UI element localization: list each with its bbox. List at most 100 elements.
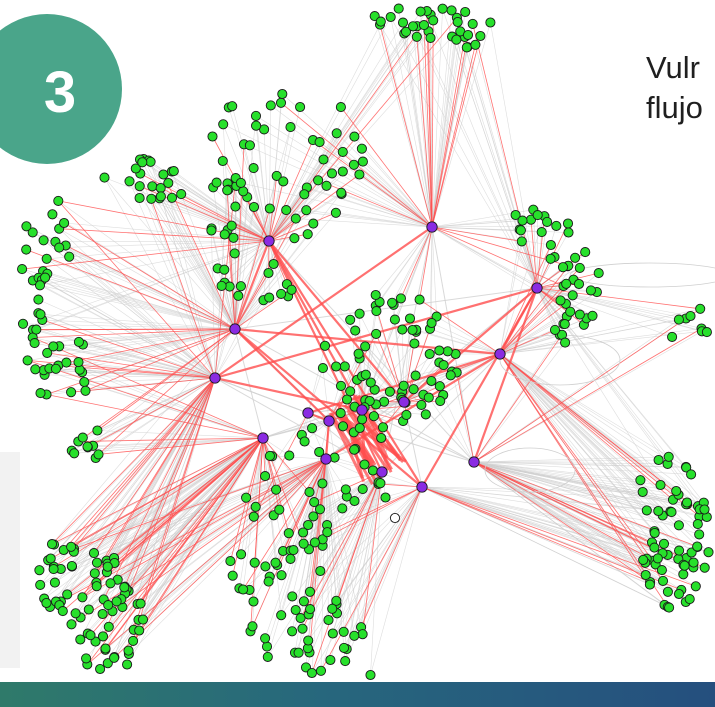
edge xyxy=(71,437,264,567)
leaf-node xyxy=(276,610,287,621)
leaf-node xyxy=(340,656,351,667)
highlighted-edge xyxy=(98,328,236,455)
leaf-node xyxy=(681,462,692,473)
leaf-node xyxy=(66,541,77,552)
leaf-node xyxy=(674,545,685,556)
edge xyxy=(71,377,216,567)
leaf-node xyxy=(637,486,648,498)
leaf-node xyxy=(410,370,421,381)
leaf-node xyxy=(327,628,338,639)
highlighted-edge xyxy=(423,25,433,228)
leaf-node xyxy=(411,31,422,42)
edge xyxy=(128,458,327,655)
leaf-node xyxy=(298,538,309,549)
highlighted-edge xyxy=(268,240,405,403)
leaf-node xyxy=(290,604,301,616)
leaf-node xyxy=(48,564,59,575)
leaf-node xyxy=(264,203,275,214)
highlighted-edge xyxy=(361,404,422,411)
edge xyxy=(124,377,216,594)
leaf-node xyxy=(679,560,690,571)
leaf-node xyxy=(666,507,677,518)
leaf-node xyxy=(434,381,445,392)
edge xyxy=(294,471,383,653)
leaf-node xyxy=(122,659,133,670)
leaf-node xyxy=(371,328,382,339)
edge xyxy=(319,471,383,510)
highlighted-edge xyxy=(32,337,264,439)
edge xyxy=(403,375,451,403)
highlighted-edge xyxy=(378,483,423,488)
edge xyxy=(173,170,270,242)
leaf-node xyxy=(375,16,386,27)
highlighted-edge xyxy=(309,458,327,653)
highlighted-edge xyxy=(214,226,433,379)
edge xyxy=(499,353,680,526)
leaf-node xyxy=(356,143,367,154)
hub-node xyxy=(320,453,332,465)
leaf-node xyxy=(295,101,306,113)
leaf-node xyxy=(536,227,547,238)
leaf-node xyxy=(331,361,342,372)
leaf-node xyxy=(103,600,114,611)
leaf-node xyxy=(276,288,287,299)
leaf-node xyxy=(276,570,287,581)
leaf-node xyxy=(147,181,158,192)
hub-node xyxy=(302,407,314,419)
edge xyxy=(370,471,383,676)
leaf-node xyxy=(567,290,578,301)
leaf-node xyxy=(21,221,32,232)
edge xyxy=(393,226,433,305)
highlighted-edge xyxy=(327,486,423,533)
edge xyxy=(499,353,692,475)
highlighted-edge xyxy=(242,458,327,590)
leaf-node xyxy=(317,363,328,374)
highlighted-edge xyxy=(421,287,538,488)
leaf-node xyxy=(314,446,325,458)
highlighted-edge xyxy=(26,249,236,330)
edge xyxy=(280,471,383,616)
edge xyxy=(45,277,236,330)
leaf-node xyxy=(124,176,135,187)
edge xyxy=(499,316,567,355)
edge xyxy=(431,220,523,228)
highlighted-edge xyxy=(122,377,216,608)
leaf-node xyxy=(350,325,361,336)
leaf-node xyxy=(367,465,378,476)
edge xyxy=(311,486,423,674)
leaf-node xyxy=(657,575,669,586)
leaf-node xyxy=(681,497,693,508)
leaf-node xyxy=(377,422,389,433)
edge xyxy=(499,300,561,355)
edge xyxy=(71,458,327,548)
leaf-node xyxy=(337,166,348,177)
edge xyxy=(268,26,418,242)
leaf-node xyxy=(653,505,664,517)
hub-node xyxy=(416,481,428,493)
highlighted-edge xyxy=(63,377,216,551)
leaf-node xyxy=(416,399,427,410)
edge xyxy=(268,93,283,242)
edge xyxy=(102,458,327,615)
edge xyxy=(116,437,264,602)
leaf-node xyxy=(304,586,316,597)
highlighted-edge xyxy=(403,328,431,403)
leaf-node xyxy=(557,262,569,273)
edge xyxy=(536,287,661,486)
leaf-node xyxy=(285,122,296,133)
edge xyxy=(306,209,433,228)
edge xyxy=(234,133,337,330)
leaf-node xyxy=(288,545,299,556)
leaf-node xyxy=(278,176,289,187)
leaf-node xyxy=(690,581,701,592)
edge xyxy=(22,323,236,330)
edge xyxy=(499,353,655,534)
edge xyxy=(421,486,644,561)
leaf-node-layer xyxy=(17,3,714,681)
hub-node-layer xyxy=(209,221,543,493)
edge xyxy=(370,486,423,676)
highlighted-edge xyxy=(431,34,469,228)
edge xyxy=(268,173,333,242)
leaf-node xyxy=(270,557,281,568)
leaf-node xyxy=(401,409,412,420)
